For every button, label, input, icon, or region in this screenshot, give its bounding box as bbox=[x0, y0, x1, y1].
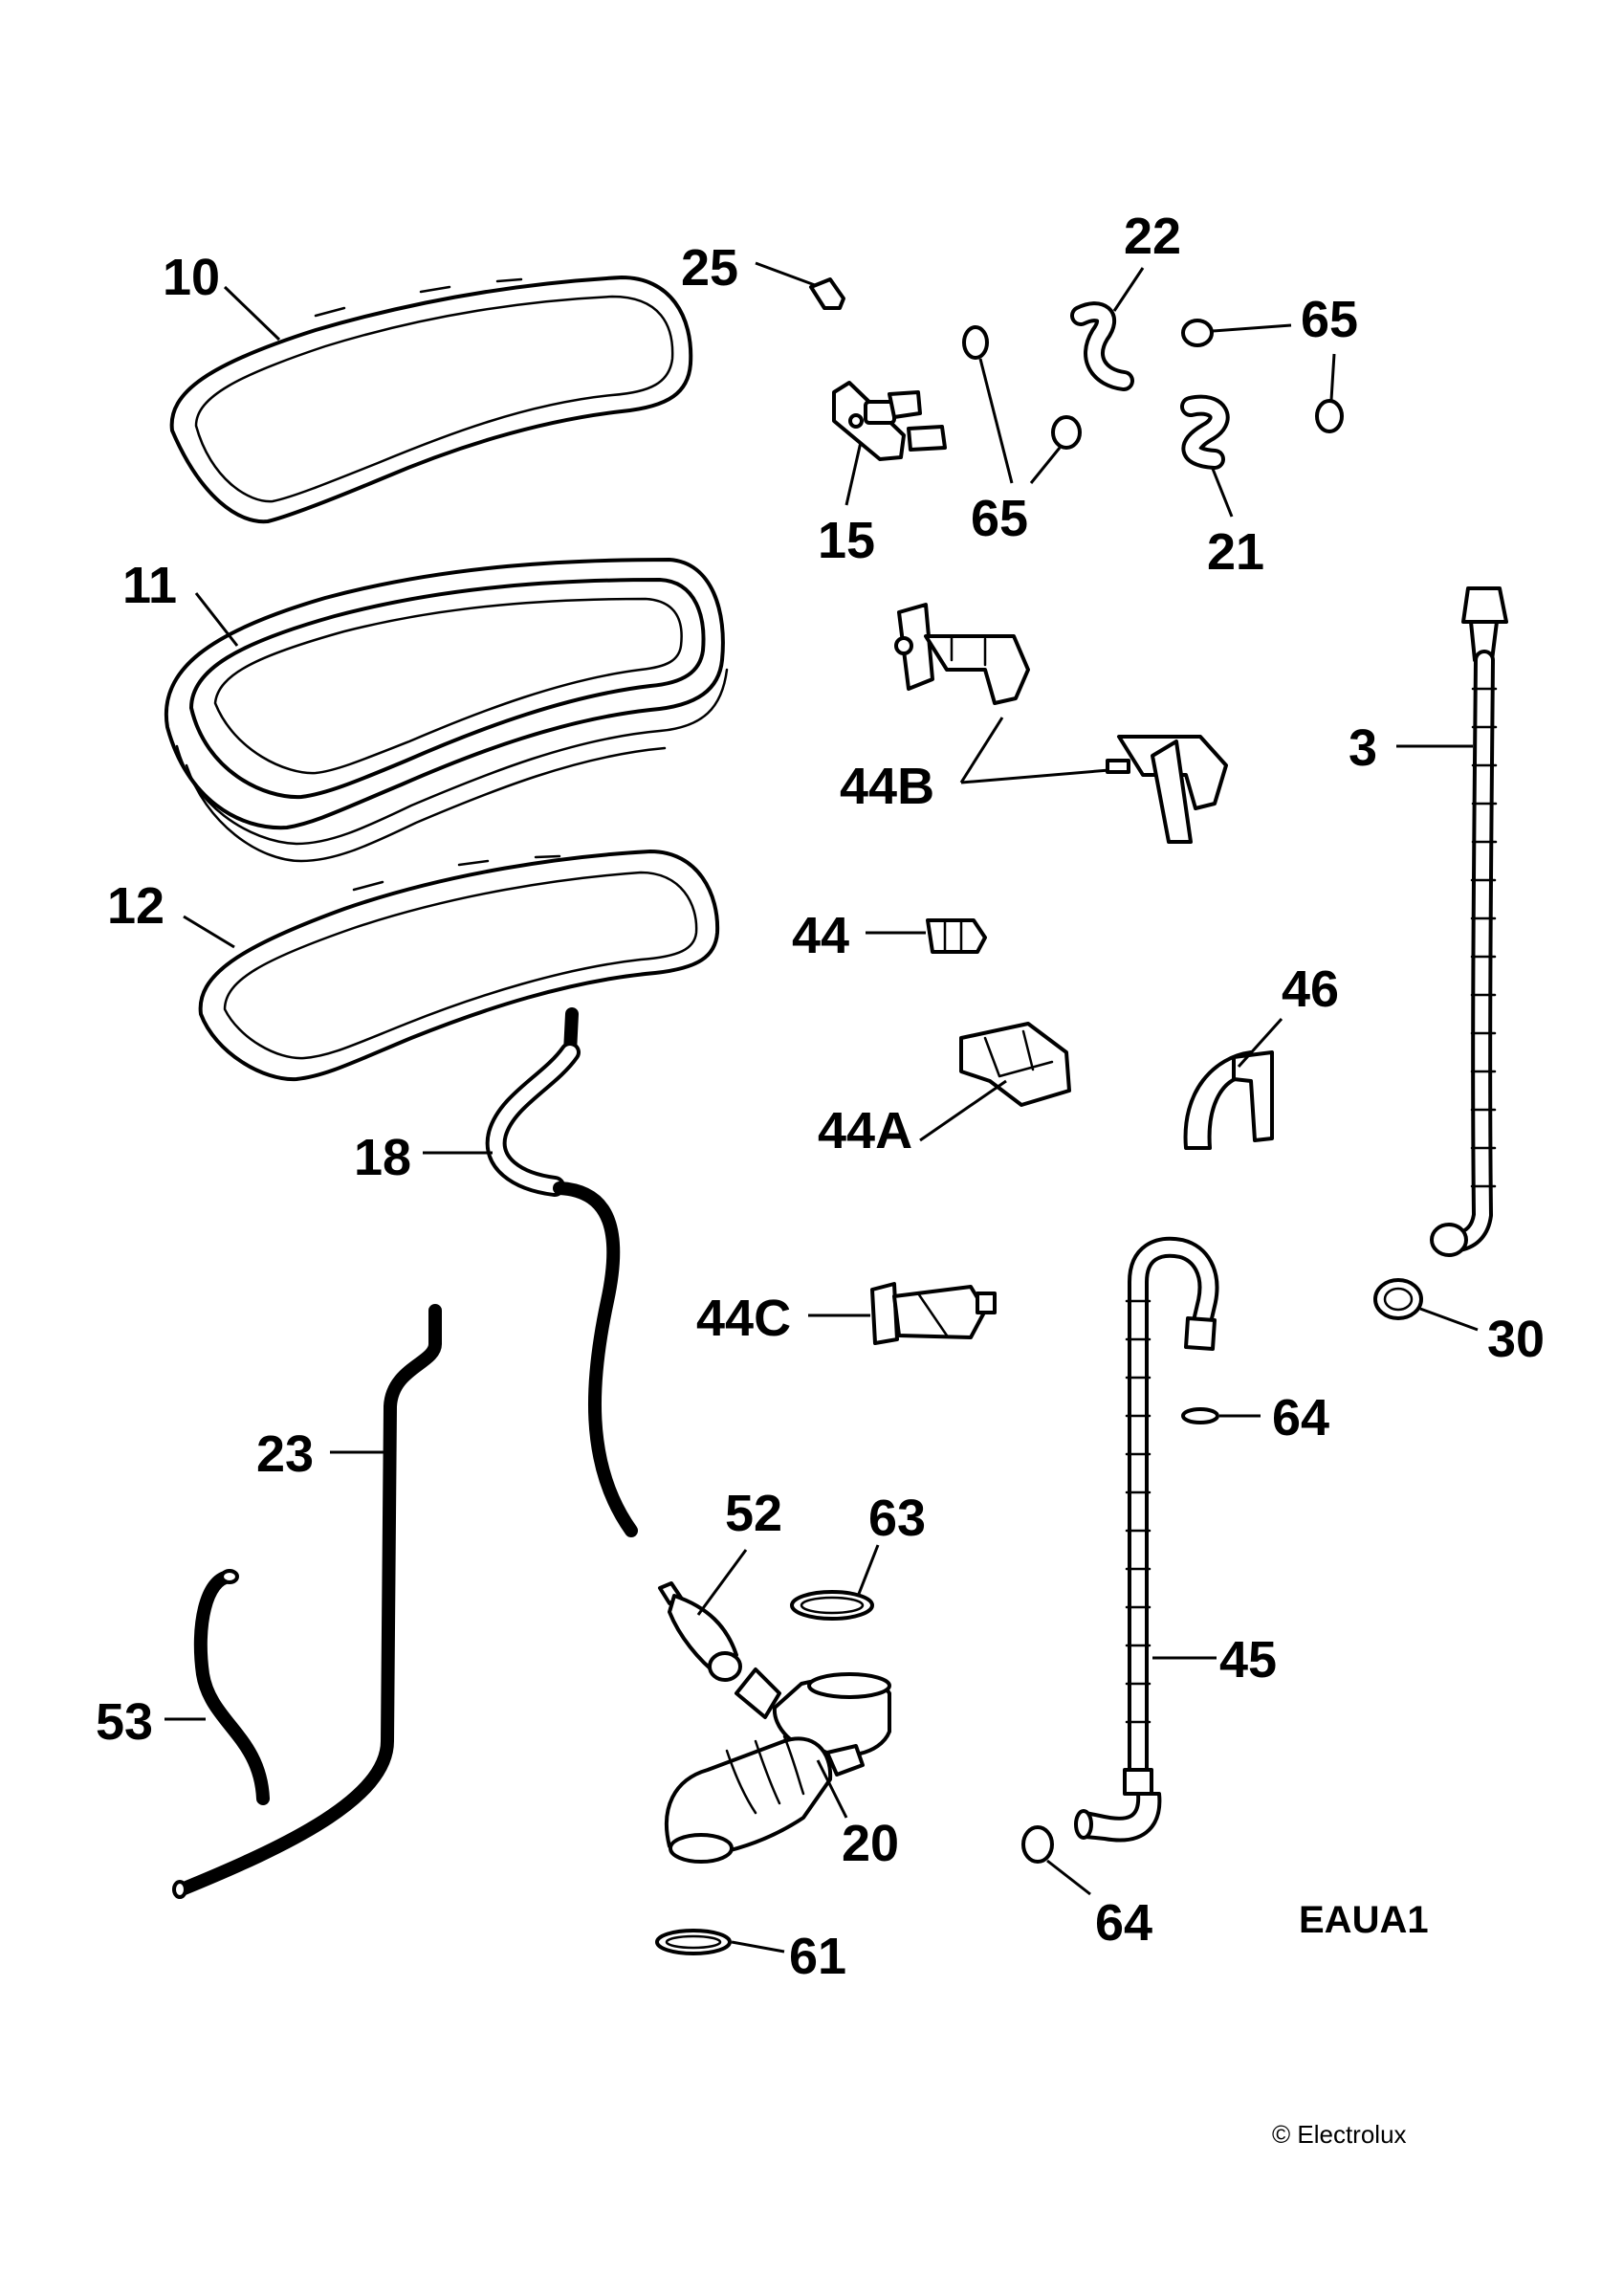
leader-64-lower bbox=[1046, 1859, 1091, 1896]
callout-21: 21 bbox=[1207, 523, 1264, 581]
part-65-clamp-ring-2 bbox=[1051, 415, 1082, 450]
part-64-clamp-lower bbox=[1021, 1825, 1054, 1864]
part-20-sump-hose bbox=[664, 1667, 891, 1864]
part-65-clamp-ring-4 bbox=[1315, 399, 1344, 433]
part-65-clamp-ring-1 bbox=[962, 325, 989, 360]
part-3-inlet-hose bbox=[1430, 586, 1508, 1257]
callout-64-lower: 64 bbox=[1095, 1894, 1152, 1952]
part-65-clamp-ring-3 bbox=[1181, 319, 1214, 347]
part-15-valve bbox=[832, 381, 947, 461]
callout-44: 44 bbox=[792, 907, 849, 964]
part-12-gasket-ring bbox=[198, 850, 720, 1082]
leader-25 bbox=[755, 261, 816, 287]
part-61-clamp bbox=[655, 1929, 732, 1955]
callout-15: 15 bbox=[818, 512, 875, 569]
leader-10 bbox=[223, 285, 281, 342]
callout-44B: 44B bbox=[840, 758, 934, 815]
callout-52: 52 bbox=[725, 1485, 782, 1542]
leader-11 bbox=[194, 592, 239, 647]
leader-52 bbox=[696, 1549, 748, 1616]
leader-30 bbox=[1419, 1307, 1479, 1332]
part-11-door-frame bbox=[164, 558, 729, 863]
part-64-clamp-upper bbox=[1181, 1407, 1219, 1424]
callout-18: 18 bbox=[354, 1129, 411, 1186]
leader-44B-2 bbox=[960, 768, 1110, 784]
part-46-hook bbox=[1183, 1050, 1274, 1150]
leader-44A bbox=[919, 1079, 1007, 1142]
callout-20: 20 bbox=[842, 1815, 899, 1872]
part-21-s-hose bbox=[1180, 394, 1230, 470]
part-45-drain-hose bbox=[1074, 1236, 1219, 1843]
part-52-sensor bbox=[658, 1581, 742, 1682]
part-44B-bracket-lower bbox=[1106, 735, 1228, 844]
part-18-hose bbox=[485, 1007, 638, 1537]
callout-65-lower: 65 bbox=[971, 490, 1028, 547]
part-22-elbow-hose bbox=[1070, 301, 1134, 391]
part-23-hose bbox=[172, 1304, 442, 1899]
callout-46: 46 bbox=[1282, 960, 1339, 1018]
leader-44B-1 bbox=[959, 717, 1004, 784]
part-10-gasket-ring bbox=[169, 276, 693, 524]
callout-45: 45 bbox=[1219, 1631, 1277, 1689]
callout-61: 61 bbox=[789, 1928, 846, 1985]
leader-20 bbox=[816, 1759, 848, 1819]
callout-25: 25 bbox=[681, 239, 738, 297]
leader-65a-1 bbox=[978, 358, 1014, 484]
part-25-fitting bbox=[809, 277, 845, 310]
callout-44C: 44C bbox=[696, 1290, 791, 1347]
callout-44A: 44A bbox=[818, 1102, 912, 1159]
callout-30: 30 bbox=[1487, 1311, 1545, 1368]
part-44A-bracket bbox=[959, 1022, 1071, 1107]
callout-53: 53 bbox=[96, 1693, 153, 1751]
part-44-clip bbox=[926, 918, 987, 954]
callout-10: 10 bbox=[163, 249, 220, 306]
copyright-notice: © Electrolux bbox=[1272, 2120, 1407, 2149]
callout-65-upper: 65 bbox=[1301, 291, 1358, 348]
leader-65b-1 bbox=[1212, 323, 1292, 333]
part-30-nut bbox=[1373, 1278, 1423, 1320]
leader-22 bbox=[1112, 267, 1145, 312]
leader-65a-2 bbox=[1029, 447, 1062, 484]
leader-61 bbox=[731, 1940, 785, 1954]
leader-12 bbox=[183, 915, 235, 949]
leader-63 bbox=[857, 1544, 880, 1595]
callout-63: 63 bbox=[868, 1490, 926, 1547]
callout-12: 12 bbox=[107, 877, 164, 935]
callout-11: 11 bbox=[122, 557, 177, 614]
part-63-clamp bbox=[790, 1590, 874, 1621]
callout-23: 23 bbox=[256, 1425, 314, 1483]
drawing-code: EAUA1 bbox=[1299, 1899, 1429, 1941]
leader-15 bbox=[844, 441, 863, 506]
callout-22: 22 bbox=[1124, 208, 1181, 265]
leader-46 bbox=[1237, 1017, 1283, 1069]
leader-21 bbox=[1211, 468, 1234, 518]
leader-65b-2 bbox=[1329, 353, 1336, 401]
part-53-hose bbox=[193, 1569, 270, 1805]
callout-3: 3 bbox=[1349, 719, 1377, 777]
part-44B-bracket-upper bbox=[894, 603, 1030, 705]
callout-64-upper: 64 bbox=[1272, 1389, 1329, 1446]
part-44C-fitting bbox=[870, 1282, 997, 1345]
